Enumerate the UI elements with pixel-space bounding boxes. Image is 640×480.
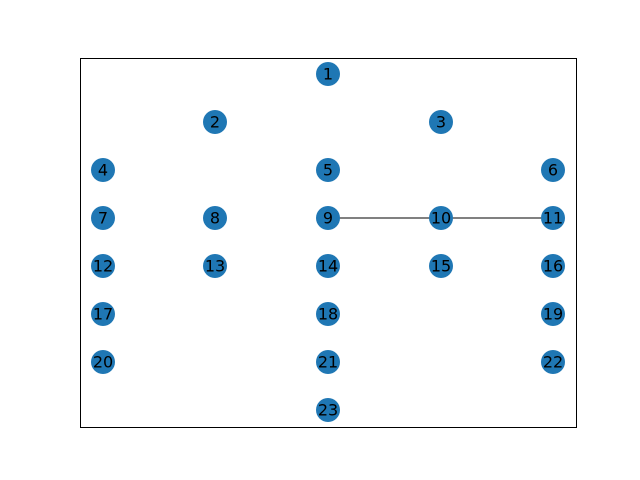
node-circle bbox=[541, 206, 565, 230]
node-label: 23 bbox=[318, 401, 338, 420]
node-label: 5 bbox=[323, 161, 333, 180]
node-circle bbox=[91, 254, 115, 278]
node-circle bbox=[316, 158, 340, 182]
node-label: 18 bbox=[318, 305, 338, 324]
node-2: 2 bbox=[203, 110, 227, 134]
node-9: 9 bbox=[316, 206, 340, 230]
node-8: 8 bbox=[203, 206, 227, 230]
node-circle bbox=[316, 62, 340, 86]
node-label: 3 bbox=[436, 113, 446, 132]
node-circle bbox=[91, 206, 115, 230]
node-18: 18 bbox=[316, 302, 340, 326]
node-4: 4 bbox=[91, 158, 115, 182]
node-19: 19 bbox=[541, 302, 565, 326]
node-label: 7 bbox=[98, 209, 108, 228]
node-22: 22 bbox=[541, 350, 565, 374]
node-label: 8 bbox=[210, 209, 220, 228]
node-label: 15 bbox=[431, 257, 451, 276]
node-1: 1 bbox=[316, 62, 340, 86]
node-label: 22 bbox=[543, 353, 563, 372]
node-label: 6 bbox=[548, 161, 558, 180]
node-circle bbox=[541, 158, 565, 182]
node-circle bbox=[429, 206, 453, 230]
node-circle bbox=[91, 158, 115, 182]
node-circle bbox=[316, 302, 340, 326]
node-label: 17 bbox=[93, 305, 113, 324]
node-circle bbox=[203, 110, 227, 134]
node-circle bbox=[203, 254, 227, 278]
node-circle bbox=[91, 350, 115, 374]
node-circle bbox=[91, 302, 115, 326]
node-label: 12 bbox=[93, 257, 113, 276]
node-label: 19 bbox=[543, 305, 563, 324]
node-label: 14 bbox=[318, 257, 338, 276]
node-label: 21 bbox=[318, 353, 338, 372]
node-circle bbox=[429, 254, 453, 278]
node-21: 21 bbox=[316, 350, 340, 374]
node-circle bbox=[316, 206, 340, 230]
node-circle bbox=[541, 302, 565, 326]
node-20: 20 bbox=[91, 350, 115, 374]
node-circle bbox=[316, 254, 340, 278]
node-13: 13 bbox=[203, 254, 227, 278]
node-3: 3 bbox=[429, 110, 453, 134]
node-circle bbox=[429, 110, 453, 134]
node-circle bbox=[541, 254, 565, 278]
node-label: 4 bbox=[98, 161, 108, 180]
node-circle bbox=[316, 398, 340, 422]
node-7: 7 bbox=[91, 206, 115, 230]
node-circle bbox=[316, 350, 340, 374]
plot-frame bbox=[80, 58, 577, 428]
node-label: 9 bbox=[323, 209, 333, 228]
node-11: 11 bbox=[541, 206, 565, 230]
node-label: 20 bbox=[93, 353, 113, 372]
node-label: 10 bbox=[431, 209, 451, 228]
node-14: 14 bbox=[316, 254, 340, 278]
node-circle bbox=[203, 206, 227, 230]
node-label: 16 bbox=[543, 257, 563, 276]
node-15: 15 bbox=[429, 254, 453, 278]
node-circle bbox=[541, 350, 565, 374]
node-label: 13 bbox=[205, 257, 225, 276]
node-23: 23 bbox=[316, 398, 340, 422]
node-label: 11 bbox=[543, 209, 563, 228]
node-5: 5 bbox=[316, 158, 340, 182]
node-6: 6 bbox=[541, 158, 565, 182]
node-12: 12 bbox=[91, 254, 115, 278]
node-16: 16 bbox=[541, 254, 565, 278]
node-10: 10 bbox=[429, 206, 453, 230]
node-17: 17 bbox=[91, 302, 115, 326]
node-label: 2 bbox=[210, 113, 220, 132]
node-label: 1 bbox=[323, 65, 333, 84]
